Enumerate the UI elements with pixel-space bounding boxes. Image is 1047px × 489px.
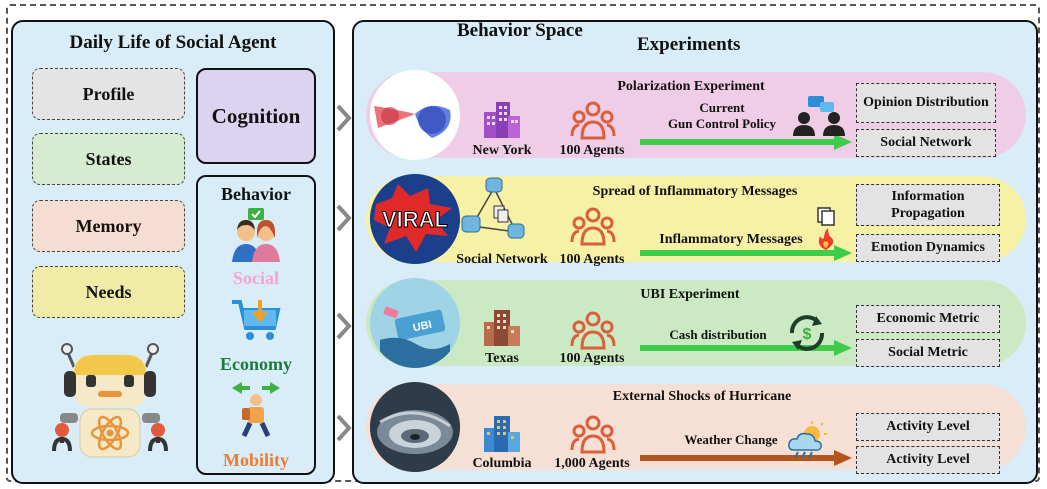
- mobility-label: Mobility: [223, 450, 289, 470]
- row3-arrow-label: Cash distribution: [669, 327, 767, 342]
- states-box: States: [32, 133, 185, 185]
- row3-metric-1: Economic Metric: [856, 305, 1000, 333]
- row4-agents: 1,000 Agents: [554, 456, 630, 471]
- row4-metric-2: Activity Level: [856, 446, 1000, 474]
- brown-arrow: [640, 450, 852, 466]
- robot-icon: [52, 343, 168, 458]
- chevron-right-icon: [336, 312, 352, 340]
- row1-arrow-label-1: Current: [699, 100, 745, 115]
- discussion-people-icon: [793, 96, 845, 136]
- row1-agents: 100 Agents: [559, 143, 625, 158]
- row1-arrow-label-2: Gun Control Policy: [667, 116, 777, 131]
- cognition-box: Cognition: [196, 68, 316, 164]
- shopping-cart-icon: [232, 300, 281, 340]
- row1-place: New York: [472, 143, 532, 158]
- city-building-icon: [484, 416, 520, 452]
- row4-title: External Shocks of Hurricane: [612, 389, 792, 404]
- row2-place: Social Network: [456, 252, 548, 267]
- row1-title: Polarization Experiment: [617, 79, 765, 94]
- viral-image: VIRAL: [370, 174, 460, 264]
- ubi-text: UBI: [412, 319, 433, 335]
- polarization-image: [370, 70, 460, 160]
- cash-exchange-icon: $: [790, 315, 824, 351]
- profile-label: Profile: [82, 83, 135, 104]
- row3-metric-2: Social Metric: [856, 339, 1000, 367]
- row2-arrow-label: Inflammatory Messages: [659, 232, 803, 247]
- ubi-image: UBI: [370, 278, 460, 368]
- cognition-label: Cognition: [211, 103, 301, 128]
- experiments-title: Experiments: [637, 34, 741, 55]
- social-network-robots-icon: [461, 177, 525, 239]
- behavior-title: Behavior: [221, 184, 291, 204]
- behavior-space-title: Behavior Space: [457, 20, 583, 41]
- green-arrow: [640, 245, 852, 261]
- row2-metric-2: Emotion Dynamics: [856, 234, 1000, 262]
- document-fire-icon: [817, 207, 835, 250]
- chevron-right-icon: [336, 104, 352, 132]
- agents-group-icon: [570, 415, 616, 454]
- profile-box: Profile: [32, 68, 185, 120]
- chevron-right-icon: [336, 204, 352, 232]
- social-people-icon: [232, 208, 280, 262]
- agents-group-icon: [570, 101, 616, 140]
- row4-arrow-label: Weather Change: [684, 432, 778, 447]
- daily-life-title: Daily Life of Social Agent: [69, 32, 277, 53]
- row3-place: Texas: [485, 351, 519, 366]
- weather-storm-icon: [788, 421, 827, 459]
- viral-text: VIRAL: [382, 207, 448, 232]
- memory-box: Memory: [32, 200, 185, 252]
- svg-text:$: $: [803, 326, 812, 343]
- agents-group-icon: [570, 207, 616, 246]
- chevron-right-icon: [336, 414, 352, 442]
- city-building-icon: [484, 310, 520, 346]
- needs-box: Needs: [32, 266, 185, 318]
- row4-place: Columbia: [472, 456, 532, 471]
- needs-label: Needs: [85, 281, 132, 302]
- states-label: States: [85, 148, 132, 169]
- row3-title: UBI Experiment: [640, 287, 740, 302]
- city-building-icon: [484, 102, 520, 138]
- row4-metric-1: Activity Level: [856, 413, 1000, 441]
- memory-label: Memory: [75, 215, 142, 236]
- mobility-runner-icon: [232, 382, 280, 438]
- row1-metric-2: Social Network: [856, 129, 996, 157]
- row3-agents: 100 Agents: [559, 351, 625, 366]
- row2-agents: 100 Agents: [559, 252, 625, 267]
- economy-label: Economy: [220, 354, 292, 374]
- row2-title: Spread of Inflammatory Messages: [592, 184, 798, 199]
- agents-group-icon: [570, 311, 616, 350]
- social-label: Social: [232, 268, 279, 288]
- row1-metric-1: Opinion Distribution: [856, 83, 996, 123]
- green-arrow: [640, 134, 852, 150]
- hurricane-image: [370, 382, 460, 472]
- green-arrow: [640, 340, 852, 356]
- row2-metric-1: Information Propagation: [856, 184, 1000, 226]
